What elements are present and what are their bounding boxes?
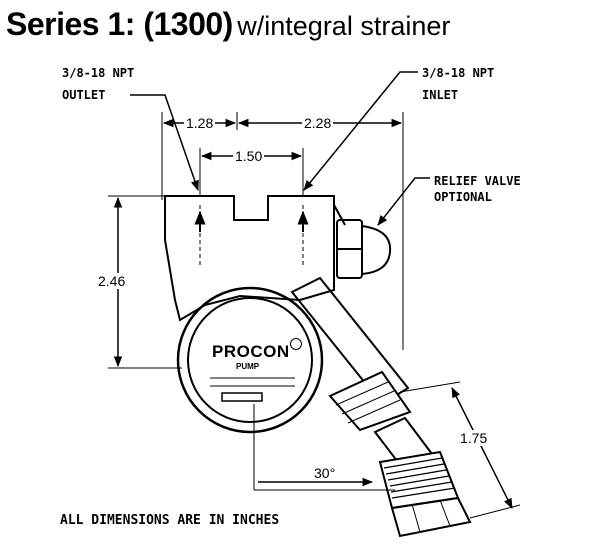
inlet-label: INLET bbox=[422, 88, 459, 102]
series-subtitle: w/integral strainer bbox=[237, 11, 451, 41]
leader-outlet bbox=[130, 94, 199, 191]
relief-optional-label: OPTIONAL bbox=[434, 190, 492, 204]
outlet-thread-label: 3/8-18 NPT bbox=[62, 66, 135, 80]
leader-relief bbox=[377, 177, 430, 226]
extension-line-arm-top bbox=[399, 381, 461, 393]
dimension-port-spacing: 1.50 bbox=[233, 148, 265, 164]
faceplate-inner bbox=[187, 297, 313, 423]
dim-line-strainer-length bbox=[451, 387, 513, 509]
extension-line-arm-bottom bbox=[469, 504, 521, 519]
leader-inlet bbox=[303, 71, 418, 191]
nameplate-brand: PROCON bbox=[212, 342, 290, 361]
dimension-inlet-offset: 2.28 bbox=[302, 115, 334, 131]
nameplate-logo-mark bbox=[290, 338, 302, 350]
relief-valve-label: RELIEF VALVE bbox=[434, 174, 521, 188]
dimension-angle: 30° bbox=[314, 465, 336, 481]
dimension-height: 2.46 bbox=[96, 273, 128, 289]
outlet-label: OUTLET bbox=[62, 88, 106, 102]
faceplate-outer bbox=[176, 286, 324, 434]
body-edge bbox=[333, 204, 346, 226]
dimension-strainer-length: 1.75 bbox=[458, 430, 490, 446]
pump-body bbox=[164, 195, 335, 322]
strainer-arm bbox=[290, 276, 472, 538]
inlet-thread-label: 3/8-18 NPT bbox=[422, 66, 495, 80]
nameplate-sub: PUMP bbox=[236, 362, 260, 371]
relief-valve-cap bbox=[361, 225, 392, 275]
page-title: Series 1: (1300) w/integral strainer bbox=[6, 6, 450, 43]
footer-note: ALL DIMENSIONS ARE IN INCHES bbox=[60, 513, 280, 528]
dimension-outlet-offset: 1.28 bbox=[184, 115, 216, 131]
series-title: Series 1: (1300) bbox=[6, 6, 233, 42]
